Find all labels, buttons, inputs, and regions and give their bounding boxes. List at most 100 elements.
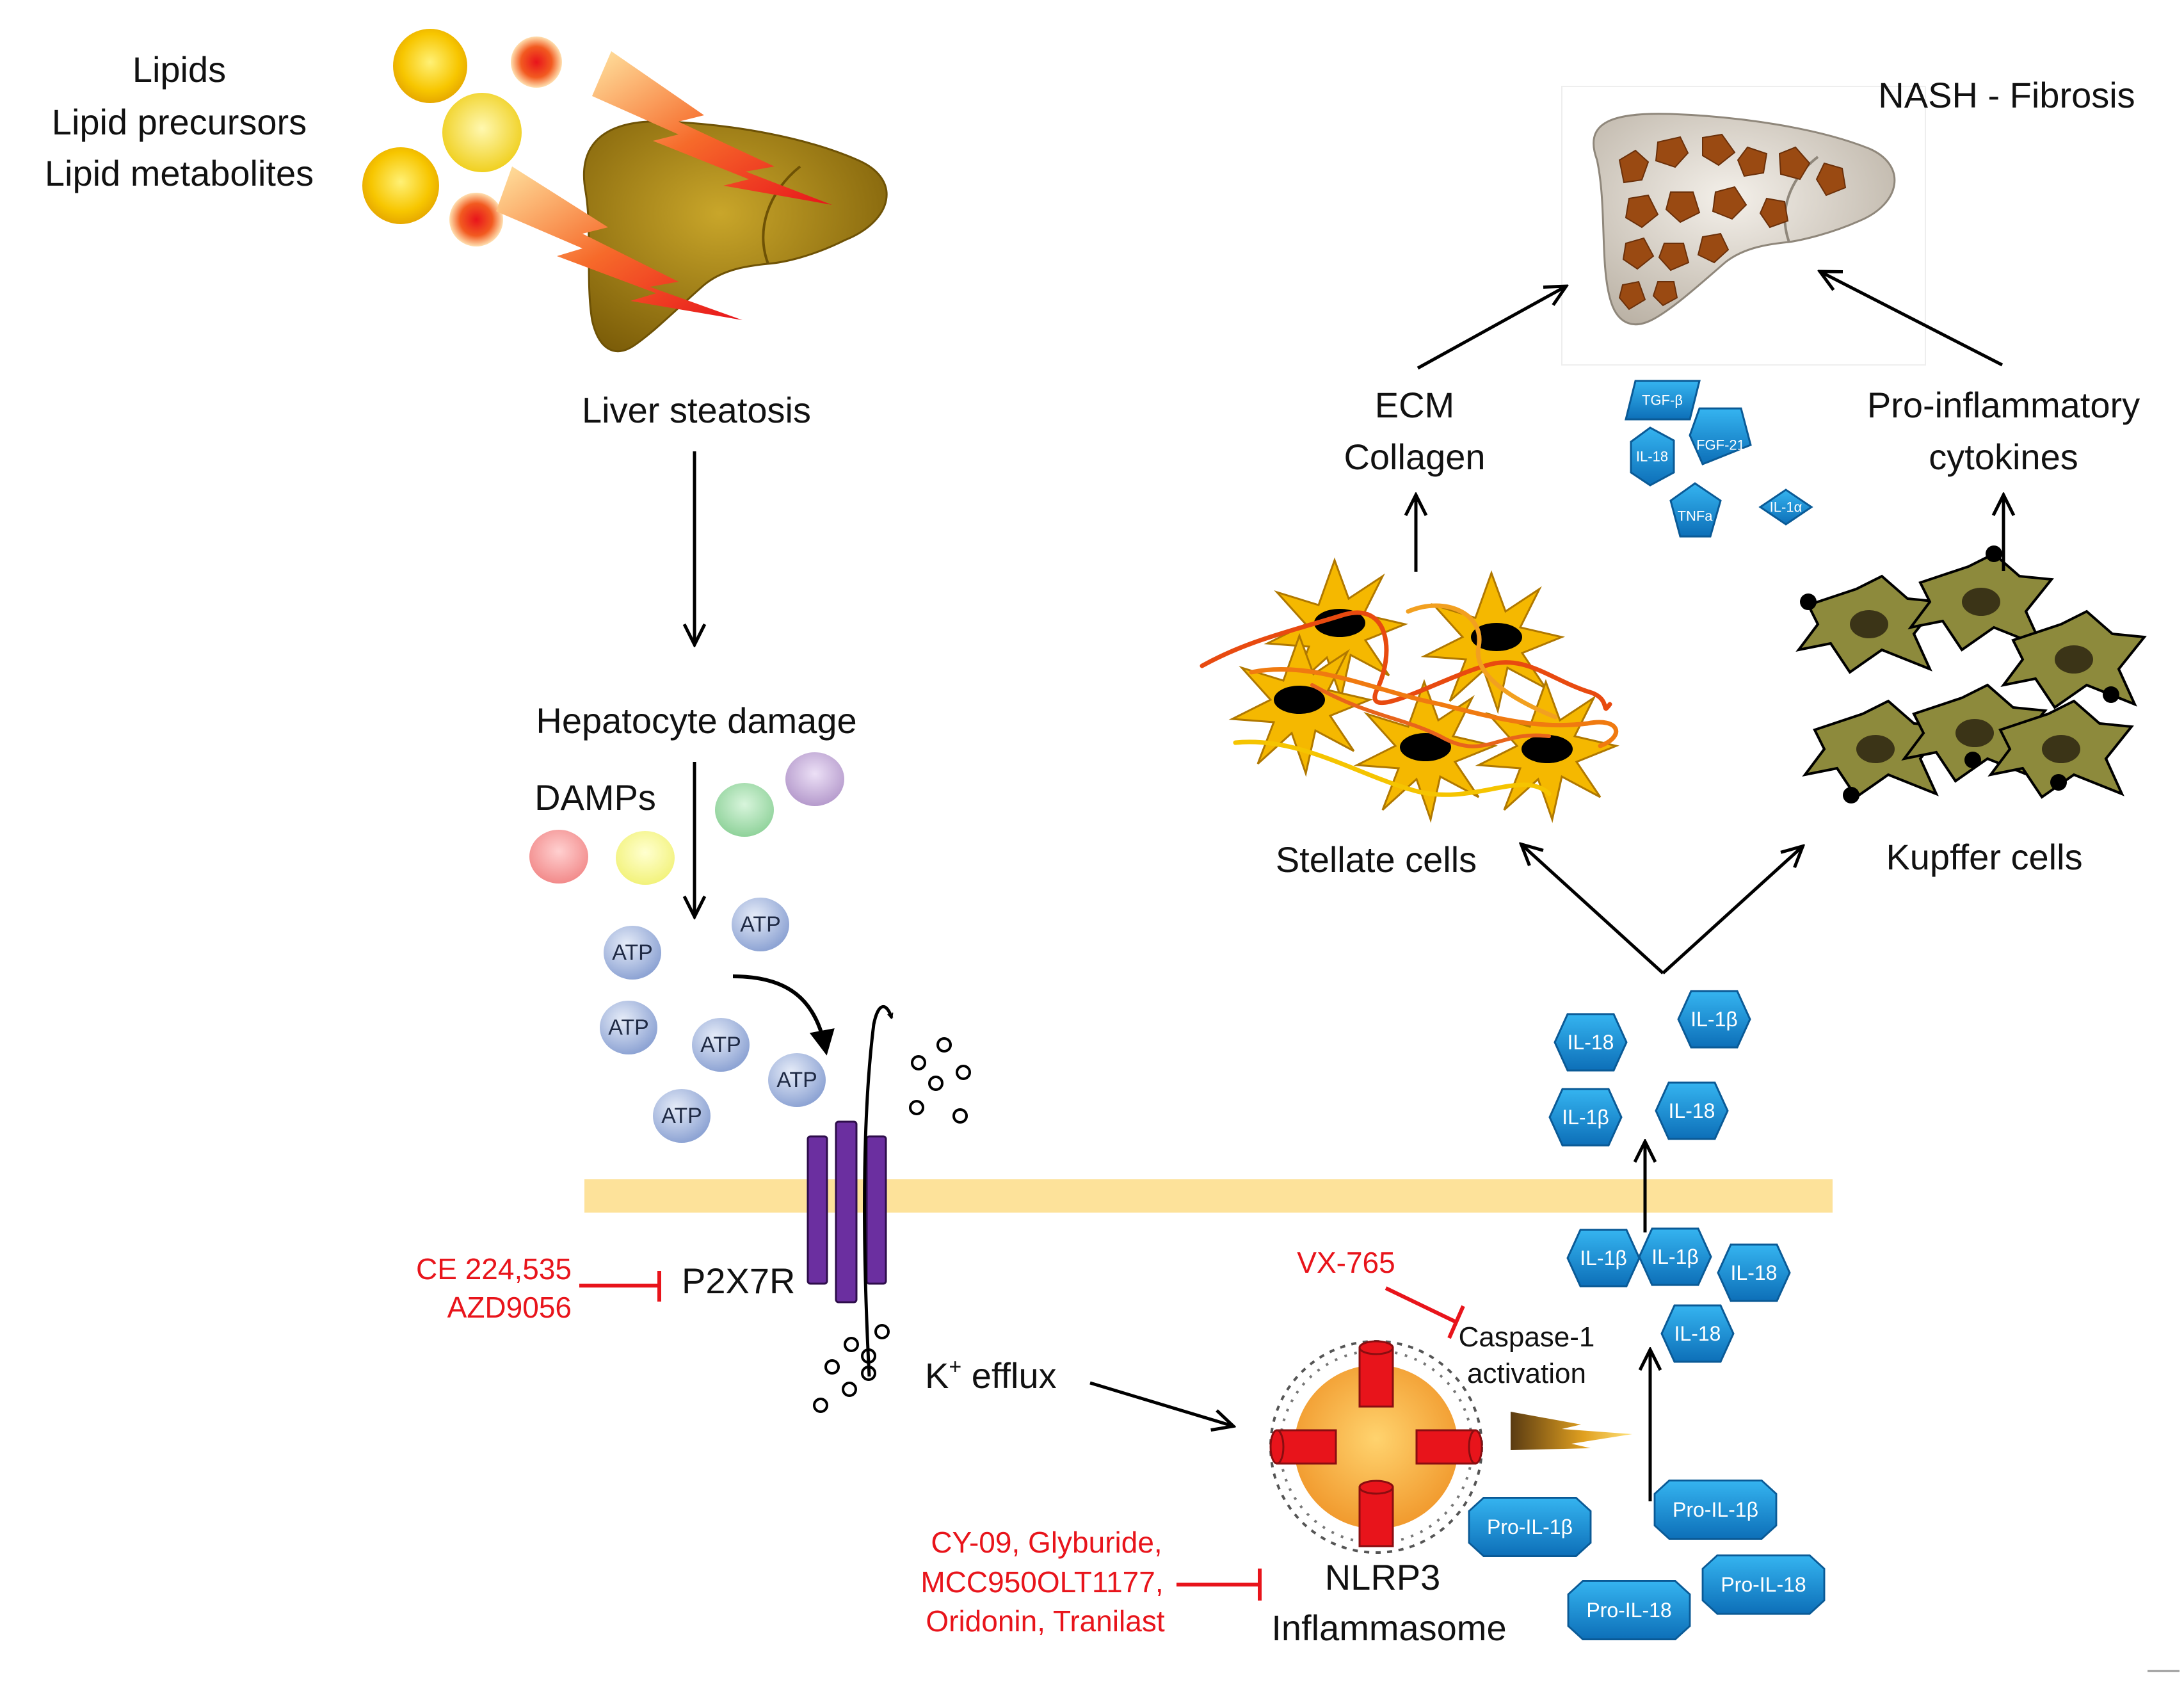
atp-binding-arrow: [732, 974, 835, 1056]
ecm-label-1: ECM: [1375, 385, 1454, 425]
nlrp3-inflammasome: [1269, 1340, 1483, 1554]
stellate-cell: [1353, 679, 1498, 823]
k-efflux-label: K+ efflux: [925, 1355, 1057, 1396]
damp-particle: [616, 831, 675, 885]
svg-text:ATP: ATP: [612, 940, 653, 965]
steatosis-label: Liver steatosis: [582, 390, 811, 430]
small-cytokine: TGF-β: [1625, 380, 1701, 421]
damp-particle: [715, 783, 774, 837]
lipid-labels: Lipids Lipid precursors Lipid metabolite…: [45, 49, 314, 193]
ion-dots-outside: [909, 1037, 971, 1124]
mature-cytokines-inside: IL-1β IL-1β IL-18 IL-18: [1566, 1227, 1791, 1363]
atp-molecule: ATP: [653, 1089, 711, 1143]
small-cytokine: IL-1α: [1758, 488, 1813, 526]
lightning-bolt-icon: [496, 166, 743, 320]
fibrotic-liver-icon: [1593, 113, 1896, 326]
kupffer-cell: [1907, 545, 2054, 652]
cytokines-to-fibrosis-arrow: [1821, 272, 2003, 367]
p2x7r-receptor: [807, 1120, 887, 1304]
caspase-label-1: Caspase-1: [1459, 1321, 1595, 1353]
svg-text:Pro-IL-1β: Pro-IL-1β: [1487, 1515, 1573, 1538]
ion-flow-arrow: [863, 1005, 892, 1377]
mature-cytokine: IL-1β: [1638, 1227, 1712, 1286]
small-cytokine: TNFa: [1669, 482, 1722, 538]
svg-text:IL-1β: IL-1β: [1690, 1008, 1738, 1031]
small-cytokines: TGF-β FGF-21 IL-18 TNFa IL-1α: [1625, 380, 1813, 538]
lipid-label-1: Lipids: [132, 49, 226, 90]
svg-text:IL-18: IL-18: [1669, 1099, 1715, 1122]
mature-cytokines-outside: IL-18 IL-1β IL-1β IL-18: [1548, 990, 1751, 1147]
svg-text:IL-1β: IL-1β: [1580, 1247, 1627, 1270]
lipid-droplet: [393, 29, 467, 103]
mature-cytokine: IL-18: [1655, 1081, 1729, 1140]
svg-text:Pro-IL-18: Pro-IL-18: [1721, 1573, 1806, 1596]
caspase-inhibitor: VX-765: [1297, 1246, 1395, 1279]
lipid-metabolite: [449, 193, 503, 246]
activation-split-arrows: [1522, 845, 1802, 974]
stellate-cell: [1475, 679, 1619, 823]
mature-cytokine: IL-1β: [1548, 1088, 1623, 1147]
svg-text:TGF-β: TGF-β: [1642, 392, 1683, 408]
caspase-inhibition-bar: [1385, 1286, 1465, 1339]
pro-cytokine: Pro-IL-1β: [1653, 1479, 1778, 1540]
lightning-bolt-icon: [592, 51, 832, 205]
collagen-fibers: [1200, 603, 1619, 797]
mature-cytokine: IL-1β: [1677, 990, 1751, 1049]
efflux-to-nlrp3-arrow: [1089, 1381, 1232, 1426]
svg-text:TNFa: TNFa: [1678, 508, 1714, 524]
lipid-droplet: [362, 147, 439, 224]
atp-molecule: ATP: [768, 1053, 826, 1107]
proinflammatory-label-1: Pro-inflammatory: [1867, 385, 2140, 425]
svg-text:Pro-IL-18: Pro-IL-18: [1586, 1599, 1671, 1622]
lipid-label-2: Lipid precursors: [52, 102, 307, 142]
lipid-metabolite: [511, 36, 562, 88]
nlrp3-inhibitor-1: CY-09, Glyburide,: [931, 1526, 1162, 1559]
atp-group: ATP ATP ATP ATP ATP ATP: [600, 898, 826, 1143]
svg-text:IL-18: IL-18: [1731, 1261, 1778, 1284]
stellate-label: Stellate cells: [1276, 839, 1477, 880]
svg-text:IL-18: IL-18: [1636, 449, 1668, 465]
nlrp3-inhibitor-3: Oridonin, Tranilast: [926, 1604, 1164, 1638]
ion-dots-inside: [813, 1324, 890, 1413]
kupffer-cell: [2000, 609, 2147, 709]
nlrp3-inhibition-bar: [1176, 1569, 1262, 1601]
mature-cytokine: IL-18: [1660, 1304, 1735, 1363]
ecm-to-fibrosis-arrow: [1417, 287, 1565, 370]
svg-text:IL-18: IL-18: [1568, 1031, 1614, 1054]
atp-molecule: ATP: [732, 898, 789, 951]
lipid-droplets: [362, 29, 562, 246]
damage-bolts: [496, 51, 832, 320]
damp-particle: [529, 830, 588, 884]
svg-text:IL-1α: IL-1α: [1770, 499, 1803, 515]
mature-cytokine: IL-18: [1717, 1243, 1791, 1302]
svg-text:ATP: ATP: [661, 1104, 702, 1128]
hepatocyte-damage-label: Hepatocyte damage: [536, 700, 856, 741]
proinflammatory-label-2: cytokines: [1929, 437, 2078, 477]
mature-cytokine: IL-18: [1554, 1013, 1628, 1072]
pro-cytokines: Pro-IL-1β Pro-IL-1β Pro-IL-18 Pro-IL-18: [1468, 1479, 1826, 1641]
svg-text:IL-18: IL-18: [1674, 1322, 1721, 1345]
svg-text:FGF-21: FGF-21: [1696, 437, 1745, 453]
stellate-cell: [1264, 557, 1408, 702]
pro-cytokine: Pro-IL-18: [1701, 1554, 1826, 1615]
pro-cytokine: Pro-IL-18: [1567, 1579, 1691, 1641]
p2x7r-inhibitor-2: AZD9056: [447, 1291, 572, 1324]
atp-molecule: ATP: [692, 1018, 750, 1072]
svg-text:IL-1β: IL-1β: [1651, 1245, 1699, 1268]
stellate-cell: [1420, 570, 1565, 714]
nlrp3-label-1: NLRP3: [1325, 1557, 1441, 1597]
atp-molecule: ATP: [604, 926, 661, 980]
cell-membrane: [584, 1179, 1833, 1213]
small-cytokine: FGF-21: [1689, 407, 1752, 465]
pro-cytokine: Pro-IL-1β: [1468, 1496, 1592, 1558]
lipid-label-3: Lipid metabolites: [45, 153, 314, 193]
kupffer-cell: [1795, 574, 1942, 674]
svg-text:Pro-IL-1β: Pro-IL-1β: [1673, 1498, 1758, 1521]
fibrosis-label: NASH - Fibrosis: [1878, 75, 2135, 115]
kupffer-cell: [1987, 699, 2134, 799]
atp-molecule: ATP: [600, 1001, 657, 1054]
svg-text:IL-1β: IL-1β: [1562, 1106, 1609, 1129]
kupffer-label: Kupffer cells: [1886, 837, 2082, 877]
damps-group: [529, 752, 844, 885]
